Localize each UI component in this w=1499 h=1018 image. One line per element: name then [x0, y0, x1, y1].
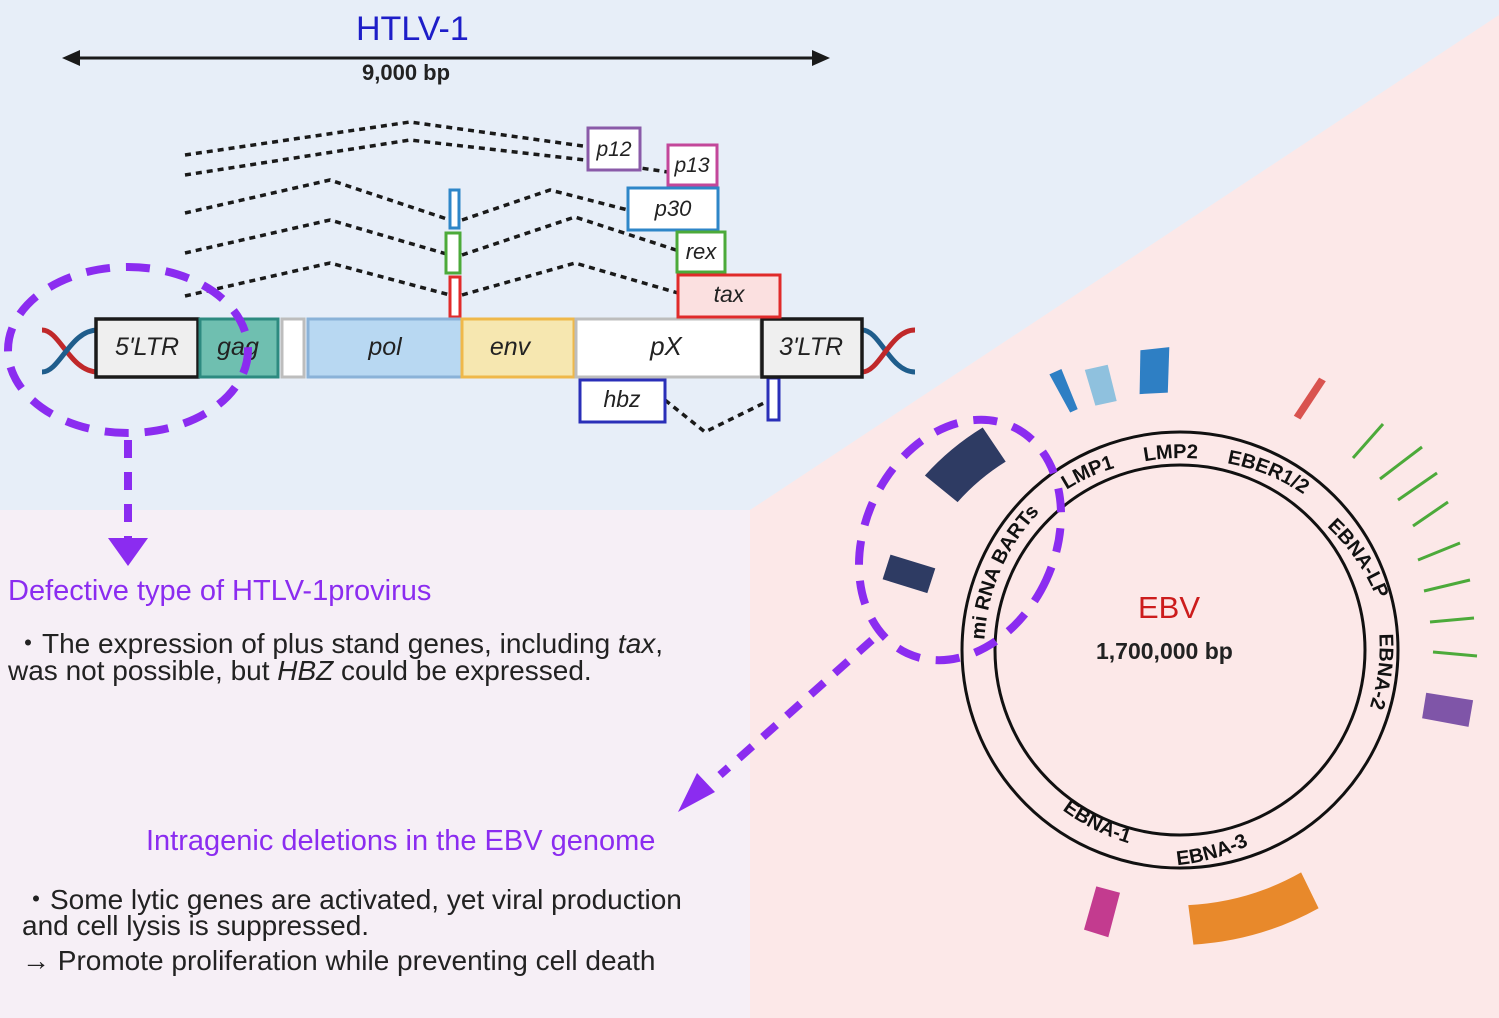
exon-marker-blue	[448, 188, 461, 230]
segment-env	[460, 317, 576, 379]
ebv-inner-circle	[993, 463, 1367, 837]
mark-lmp2	[1139, 347, 1170, 395]
exon-marker-red	[448, 275, 462, 319]
label-p12: p12	[595, 138, 631, 161]
intragenic-line-1: ・Some lytic genes are activated, yet vir…	[22, 878, 682, 918]
segment-5ltr	[94, 317, 200, 379]
box-p12	[586, 126, 642, 172]
box-tax	[676, 273, 782, 319]
defective-line-2-end: could be expressed.	[333, 655, 592, 686]
segment-3ltr	[760, 317, 864, 379]
lower-left-background	[0, 510, 750, 1018]
box-hbz	[578, 378, 667, 424]
label-lmp2: LMP2	[1142, 441, 1199, 466]
bullet: ・	[22, 884, 51, 915]
htlv-length: 9,000 bp	[362, 60, 451, 85]
mirna-dashed-arrow-shaft	[717, 637, 875, 778]
defective-line-2: was not possible, but HBZ could be expre…	[8, 655, 592, 687]
segment-pol	[306, 317, 464, 379]
label-px: pX	[649, 331, 683, 361]
box-rex	[675, 230, 727, 274]
box-p30	[626, 186, 720, 232]
ltr-highlight-ellipse	[4, 263, 252, 437]
label-3ltr: 3'LTR	[779, 333, 843, 361]
label-tax: tax	[714, 281, 746, 307]
segment-spacer	[280, 317, 306, 379]
mark-eber-red	[1293, 377, 1326, 420]
mark-mirna-small	[882, 554, 936, 594]
mark-lmp1-left	[1049, 369, 1078, 413]
mark-ebna3-orange	[1188, 872, 1319, 945]
intragenic-line-2: and cell lysis is suppressed.	[22, 910, 370, 941]
label-p13: p13	[673, 154, 709, 177]
mark-ebna2-purple	[1422, 692, 1474, 727]
intragenic-line-1-text: Some lytic genes are activated, yet vira…	[50, 884, 682, 915]
defective-line-1-end: ,	[655, 628, 664, 659]
defective-line-2-italic: HBZ	[277, 655, 334, 686]
dna-strand-left	[41, 327, 99, 375]
defective-line-1: ・The expression of plus stand genes, inc…	[14, 622, 663, 662]
intragenic-title: Intragenic deletions in the EBV genome	[146, 825, 656, 857]
intragenic-line-3: → Promote proliferation while preventing…	[22, 945, 656, 976]
box-p13	[666, 143, 719, 187]
length-arrow	[62, 50, 830, 66]
eber-green-ticks	[1351, 423, 1478, 658]
mark-mirna-large	[924, 427, 1006, 503]
label-env: env	[490, 333, 532, 361]
bullet: ・	[14, 628, 43, 659]
segment-px	[574, 317, 763, 379]
defective-title: Defective type of HTLV-1provirus	[8, 575, 432, 607]
ltr-arrow-head	[108, 538, 148, 566]
defective-line-1-italic: tax	[617, 628, 656, 659]
exon-marker-green	[444, 231, 462, 275]
label-rex: rex	[686, 239, 718, 264]
label-hbz: hbz	[603, 386, 641, 412]
mirna-arrow-head	[678, 773, 715, 812]
mark-ebna1-magenta	[1084, 886, 1120, 938]
defective-line-2-text: was not possible, but	[8, 655, 278, 686]
dna-strand-right	[861, 327, 916, 375]
label-p30: p30	[654, 196, 692, 221]
ebv-length: 1,700,000 bp	[1096, 638, 1233, 664]
htlv-title: HTLV-1	[356, 10, 469, 48]
label-pol: pol	[367, 333, 403, 361]
mark-lmp1-right	[1084, 364, 1117, 406]
exon-marker-hbz	[766, 376, 781, 422]
ebv-title: EBV	[1138, 590, 1201, 625]
defective-line-1-text: The expression of plus stand genes, incl…	[42, 628, 618, 659]
segment-gag	[198, 317, 280, 379]
mirna-highlight-ellipse	[854, 415, 1066, 665]
ebv-outer-circle	[960, 430, 1400, 870]
label-5ltr: 5'LTR	[115, 333, 179, 361]
label-gag: gag	[217, 333, 259, 361]
